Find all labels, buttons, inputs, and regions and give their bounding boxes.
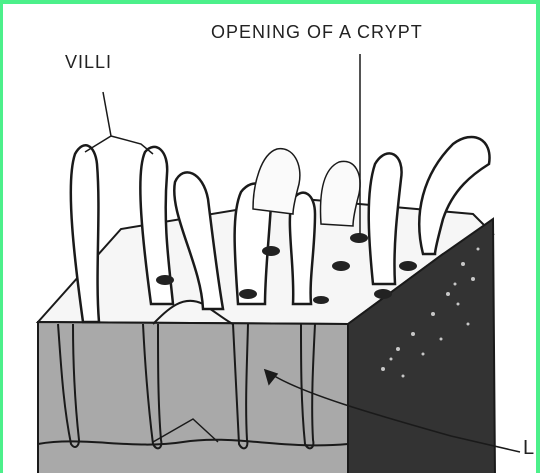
crypt-opening <box>239 289 257 299</box>
crypt-opening <box>313 296 329 304</box>
crypt-opening <box>350 233 368 243</box>
crypt-opening <box>399 261 417 271</box>
crypt-opening <box>332 261 350 271</box>
crypt-opening-label: OPENING OF A CRYPT <box>211 22 423 43</box>
crypt-opening <box>374 289 392 299</box>
villus-back-2 <box>321 161 360 226</box>
crypt-opening <box>262 246 280 256</box>
villi-label: VILLI <box>65 52 112 73</box>
crypt-opening <box>156 275 174 285</box>
villi-leader <box>85 92 153 154</box>
villi-crypt-illustration <box>3 4 540 473</box>
partial-label-l: L <box>523 437 535 460</box>
villus-back-1 <box>253 149 300 214</box>
